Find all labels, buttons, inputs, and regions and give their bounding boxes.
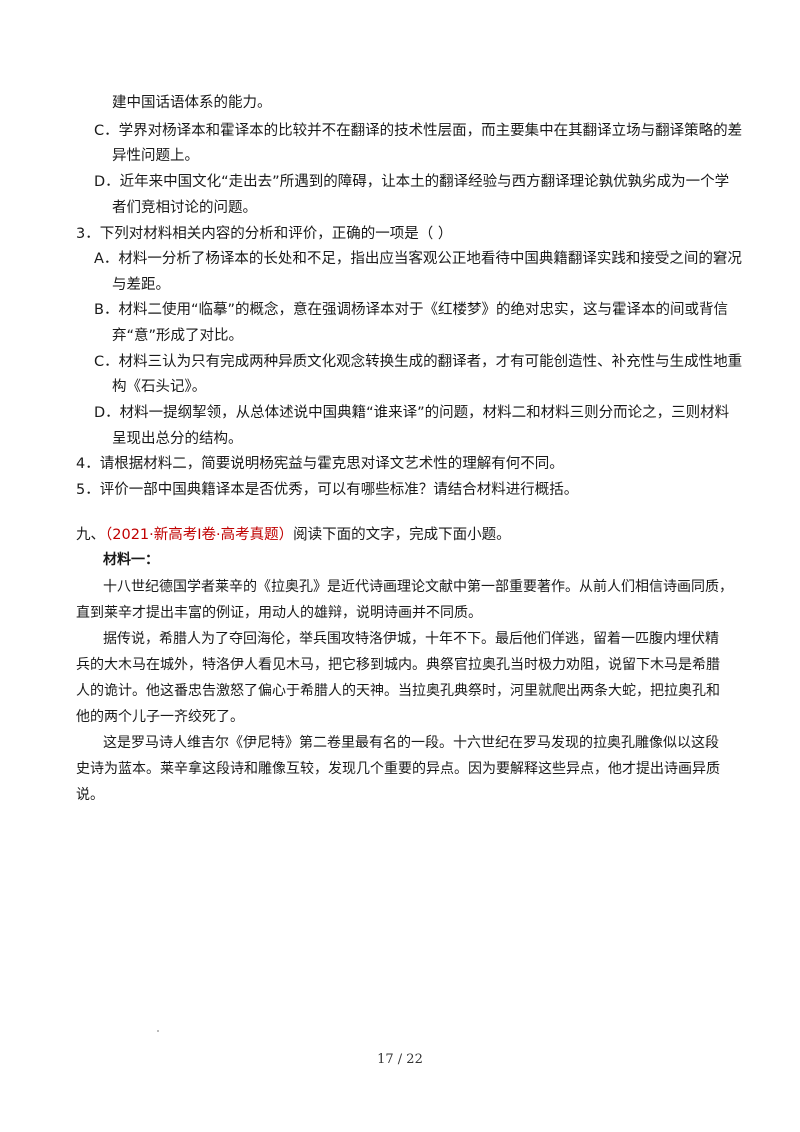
question-9-number: 九、 [76, 527, 105, 543]
q3-option-b: B．材料二使用“临摹”的概念，意在强调杨译本对于《红楼梦》的绝对忠实，这与霍译本… [94, 302, 728, 318]
option-c-continued: 异性问题上。 [112, 148, 199, 164]
stray-dot [157, 1030, 159, 1032]
material-one-title: 材料一： [103, 552, 159, 568]
question-4: 4．请根据材料二，简要说明杨宪益与霍克思对译文艺术性的理解有何不同。 [76, 456, 564, 472]
q3-option-b-continued: 弃“意”形成了对比。 [112, 328, 244, 344]
passage-line: 他的两个儿子一齐绞死了。 [76, 709, 244, 725]
question-9-source: （2021·新高考Ⅰ卷·高考真题） [105, 527, 294, 543]
question-9-heading: 九、（2021·新高考Ⅰ卷·高考真题）阅读下面的文字，完成下面小题。 [76, 525, 511, 545]
passage-line: 兵的大木马在城外，特洛伊人看见木马，把它移到城内。典祭官拉奥孔当时极力劝阻，说留… [76, 657, 720, 673]
q3-option-c: C．材料三认为只有完成两种异质文化观念转换生成的翻译者，才有可能创造性、补充性与… [94, 354, 743, 370]
passage-line: 据传说，希腊人为了夺回海伦，举兵围攻特洛伊城，十年不下。最后他们佯逃，留着一匹腹… [103, 631, 719, 647]
q3-option-a-continued: 与差距。 [112, 277, 170, 293]
passage-line: 史诗为蓝本。莱辛拿这段诗和雕像互较，发现几个重要的异点。因为要解释这些异点，他才… [76, 761, 720, 777]
question-5: 5．评价一部中国典籍译本是否优秀，可以有哪些标准？请结合材料进行概括。 [76, 482, 579, 498]
q3-option-c-continued: 构《石头记》。 [112, 379, 207, 395]
q3-option-a: A．材料一分析了杨译本的长处和不足，指出应当客观公正地看待中国典籍翻译实践和接受… [94, 251, 742, 267]
passage-line: 十八世纪德国学者莱辛的《拉奥孔》是近代诗画理论文献中第一部重要著作。从前人们相信… [103, 579, 733, 595]
q3-option-d-continued: 呈现出总分的结构。 [112, 431, 243, 447]
option-d: D．近年来中国文化“走出去”所遇到的障碍，让本土的翻译经验与西方翻译理论孰优孰劣… [94, 174, 730, 190]
question-3: 3．下列对材料相关内容的分析和评价，正确的一项是（ ） [76, 226, 453, 242]
option-c: C．学界对杨译本和霍译本的比较并不在翻译的技术性层面，而主要集中在其翻译立场与翻… [94, 123, 743, 139]
passage-line: 说。 [76, 787, 104, 803]
question-9-instruction: 阅读下面的文字，完成下面小题。 [293, 527, 511, 543]
option-d-continued: 者们竞相讨论的问题。 [112, 200, 257, 216]
passage-line: 人的诡计。他这番忠告激怒了偏心于希腊人的天神。当拉奥孔典祭时，河里就爬出两条大蛇… [76, 683, 720, 699]
q3-option-d: D．材料一提纲挈领，从总体述说中国典籍“谁来译”的问题，材料二和材料三则分而论之… [94, 405, 730, 421]
passage-line: 直到莱辛才提出丰富的例证，用动人的雄辩，说明诗画并不同质。 [76, 605, 482, 621]
passage-line: 这是罗马诗人维吉尔《伊尼特》第二卷里最有名的一段。十六世纪在罗马发现的拉奥孔雕像… [103, 735, 719, 751]
option-b-continued: 建中国话语体系的能力。 [112, 95, 272, 111]
page-number: 17 / 22 [377, 1052, 423, 1067]
